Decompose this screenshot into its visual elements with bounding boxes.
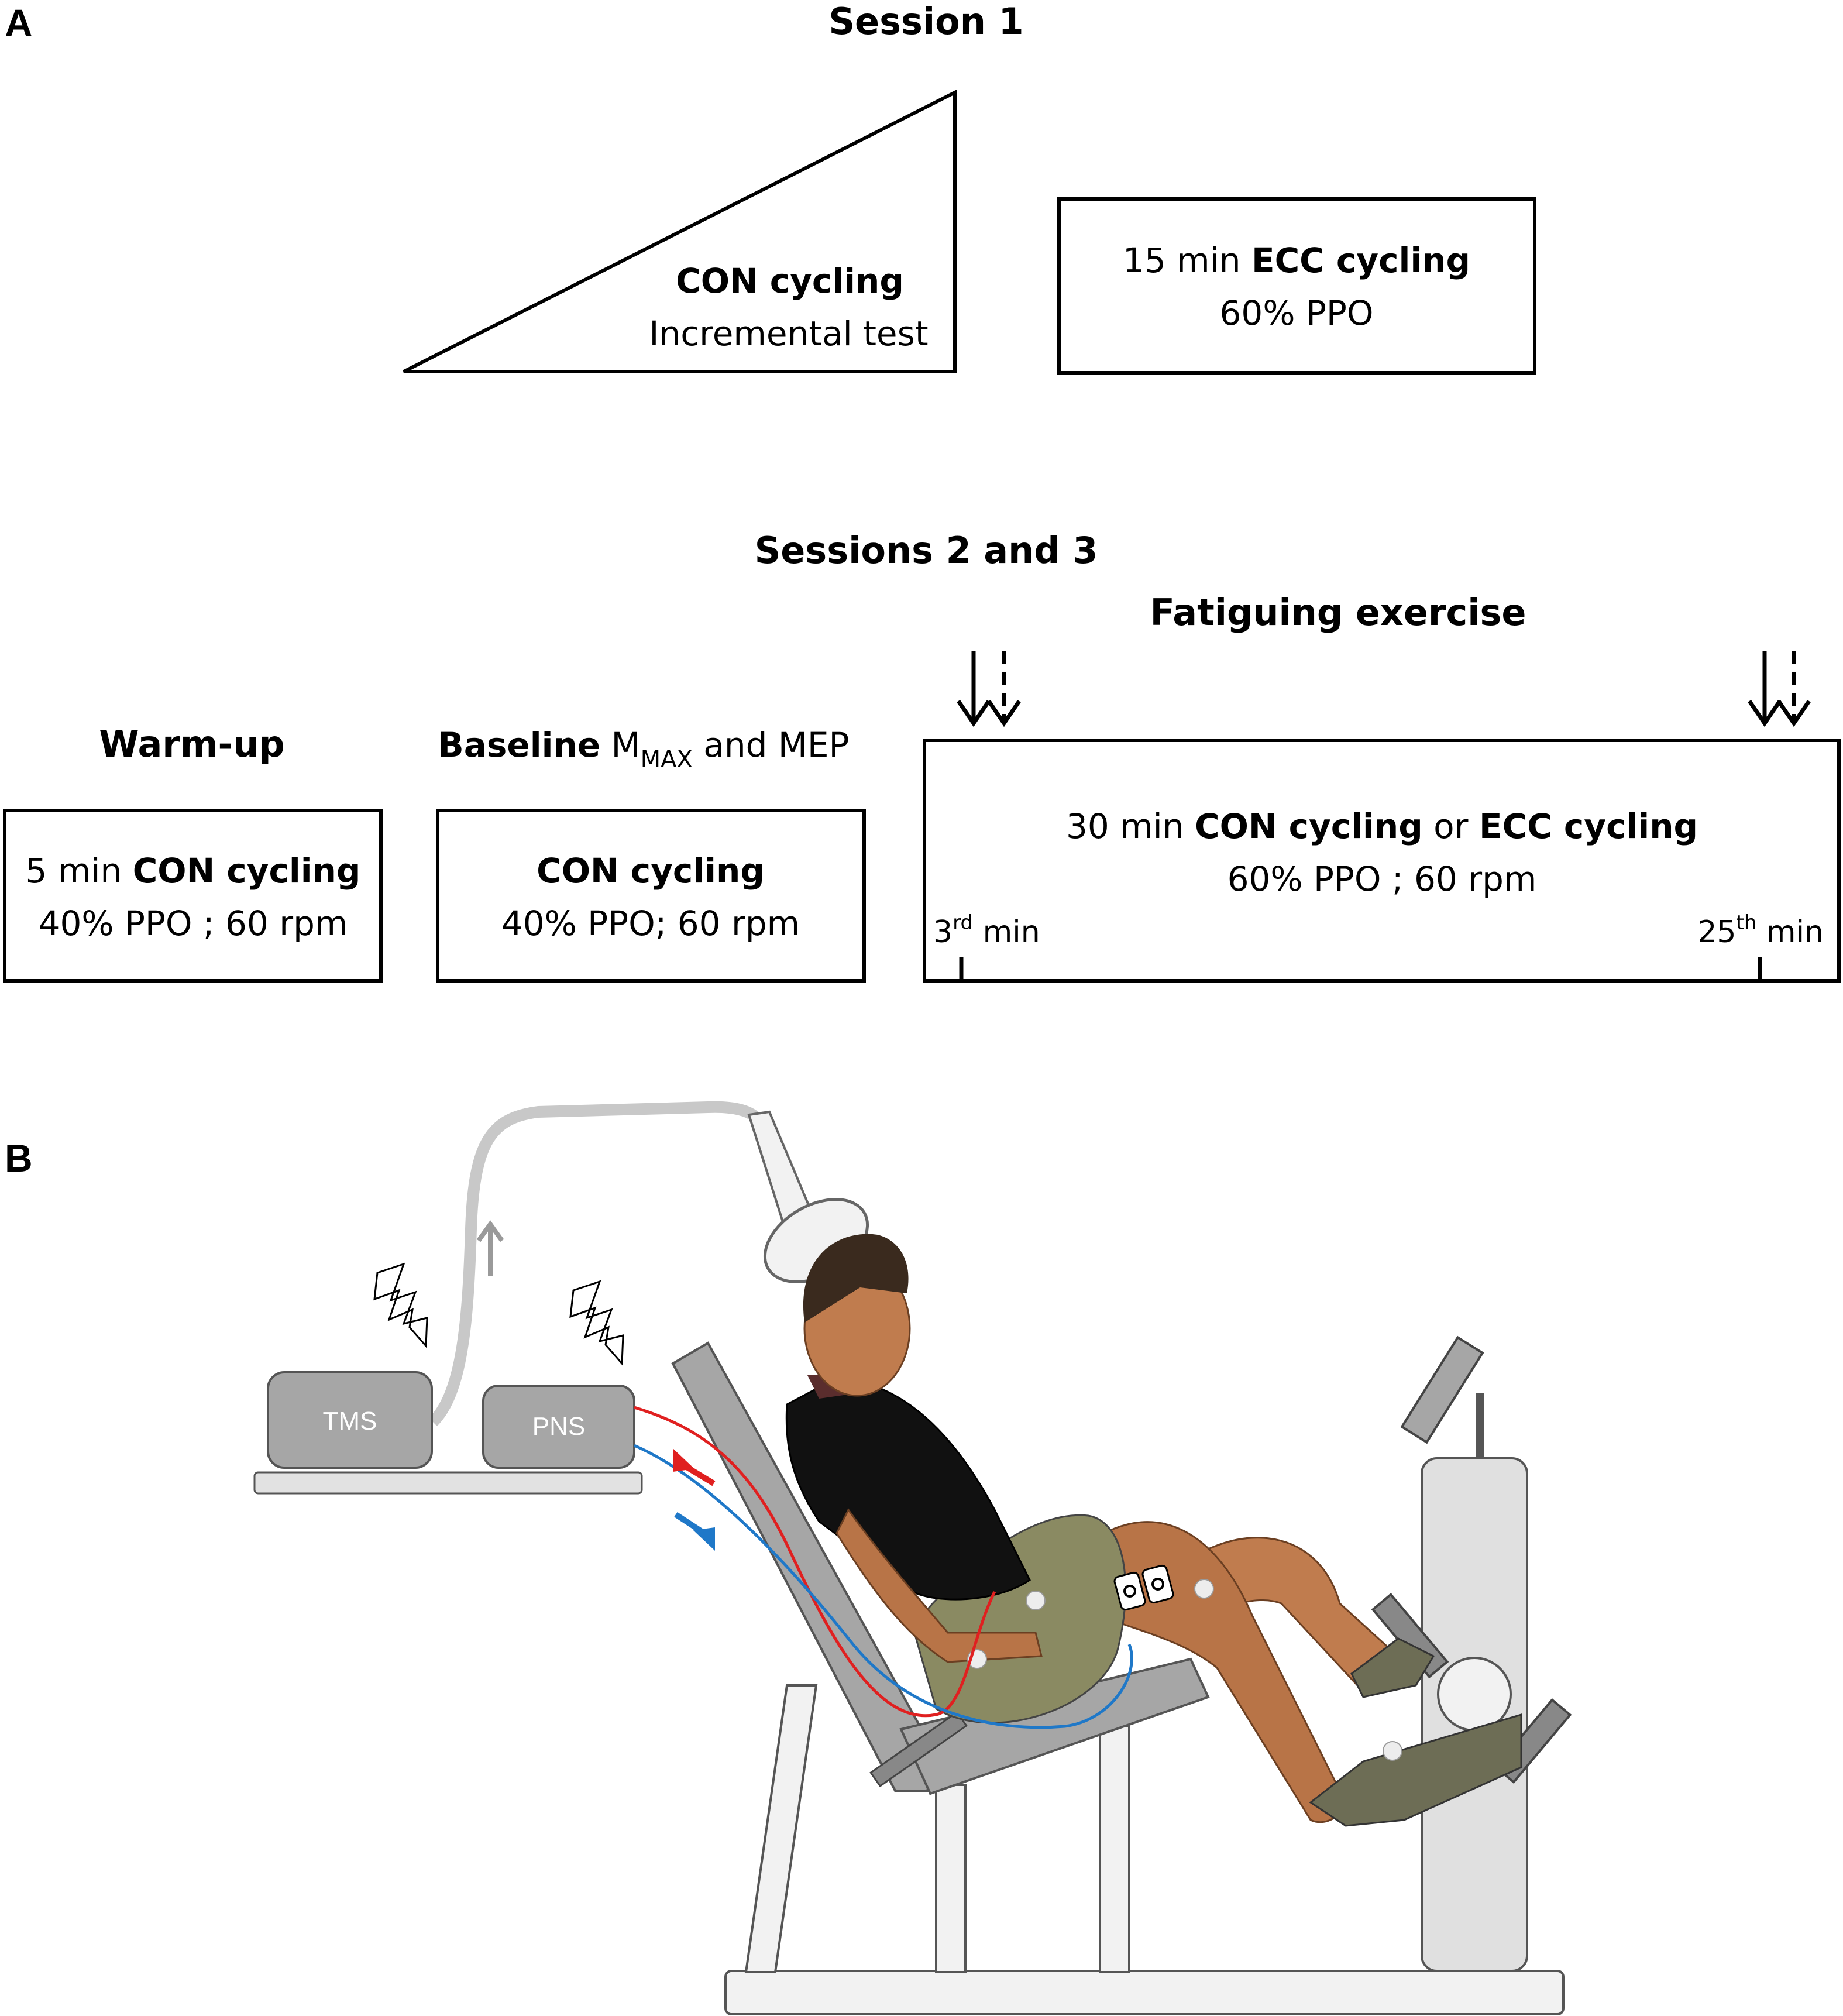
tms-cable <box>428 1101 766 1427</box>
emg-electrodes <box>1113 1564 1174 1611</box>
reference-points <box>967 1579 1402 1761</box>
warmup-box <box>3 809 383 983</box>
fatigue-line1: 30 min CON cycling or ECC cycling <box>1066 806 1698 846</box>
ergometer-base <box>724 1970 1565 2015</box>
seat-post-right <box>1099 1725 1130 1973</box>
seat-post-left <box>935 1784 967 1973</box>
ecc-box <box>1057 197 1536 375</box>
red-arrow-head <box>673 1448 694 1472</box>
fatigue-line2: 60% PPO ; 60 rpm <box>1227 859 1537 899</box>
tms-device <box>267 1371 433 1469</box>
baseline-line2: 40% PPO; 60 rpm <box>501 904 800 943</box>
crank-hub <box>1437 1657 1512 1732</box>
mark-3rd-min: 3rd min <box>933 911 1040 950</box>
display-panel <box>1400 1335 1484 1444</box>
cable-arrow-head <box>476 1220 504 1242</box>
blue-arrow-head <box>693 1527 715 1551</box>
stim-arrows-3rd-min <box>957 651 1021 727</box>
incremental-ramp <box>403 90 957 373</box>
panel-label-b: B <box>5 1136 33 1180</box>
ramp-label-line1: CON cycling <box>676 261 904 301</box>
panel-label-a: A <box>5 1 33 44</box>
rear-leg <box>744 1684 818 1973</box>
baseline-title: Baseline MMAX and MEP <box>438 725 849 773</box>
device-table <box>253 1471 643 1495</box>
fatigue-box <box>923 739 1841 983</box>
pns-label: PNS <box>532 1412 585 1441</box>
baseline-box <box>436 809 866 983</box>
tms-lightning-icon <box>373 1262 428 1348</box>
baseline-line1: CON cycling <box>537 851 765 891</box>
pns-lightning-icon <box>569 1280 624 1366</box>
ecc-line1: 15 min ECC cycling <box>1123 241 1470 280</box>
ecc-line2: 60% PPO <box>1220 293 1374 333</box>
red-lead <box>634 1406 996 1718</box>
fatiguing-title: Fatiguing exercise <box>1150 591 1526 634</box>
stim-arrows-25th-min <box>1748 651 1811 727</box>
warmup-title: Warm-up <box>99 723 284 765</box>
session1-title: Session 1 <box>828 0 1023 43</box>
blue-lead <box>634 1444 1133 1729</box>
mark-25th-min: 25th min <box>1697 911 1824 950</box>
pns-device <box>482 1385 635 1469</box>
tms-label: TMS <box>323 1407 377 1435</box>
warmup-line1: 5 min CON cycling <box>26 851 361 891</box>
sessions23-title: Sessions 2 and 3 <box>755 529 1098 572</box>
ramp-label-line2: Incremental test <box>649 314 928 353</box>
warmup-line2: 40% PPO ; 60 rpm <box>39 904 348 943</box>
